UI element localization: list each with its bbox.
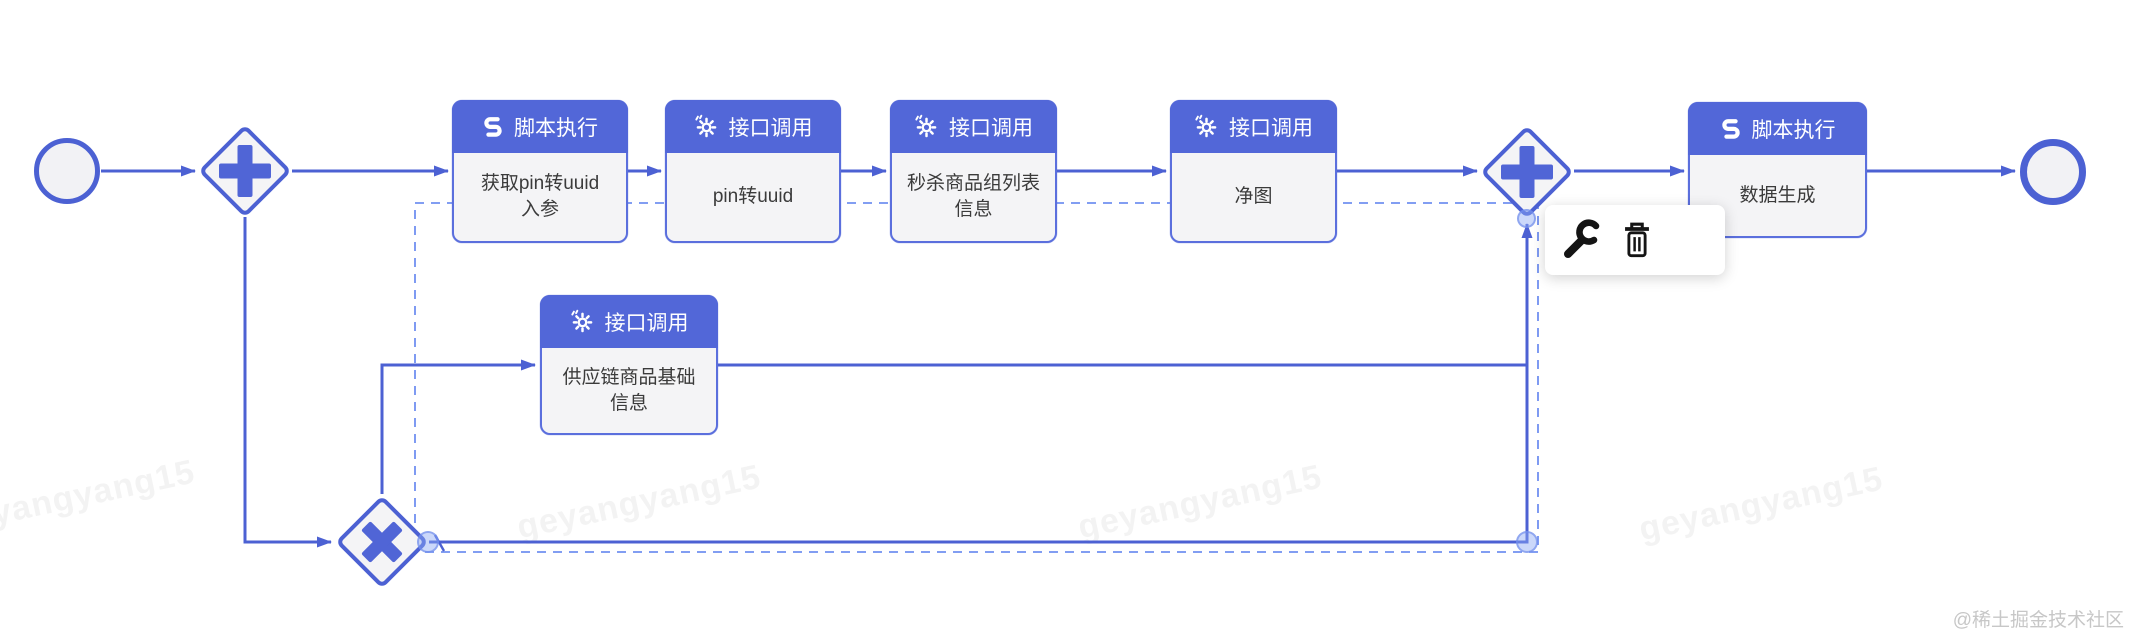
task-api-supply-chain-product-info[interactable]: 接口调用 供应链商品基础 信息 [540,295,718,435]
parallel-gateway-1[interactable] [198,124,292,218]
task-header: 脚本执行 [452,100,628,153]
task-header: 脚本执行 [1688,102,1867,155]
wrench-icon [1559,217,1603,264]
task-header: 接口调用 [540,295,718,348]
task-header-label: 接口调用 [949,116,1033,140]
trash-icon [1616,218,1658,263]
task-body-label: pin转uuid [712,186,794,208]
task-script-get-pin-uuid-params[interactable]: 脚本执行 获取pin转uuid 入参 [452,100,628,243]
edge-exclusive-gateway-to-task-6[interactable] [380,359,536,494]
task-api-clean-image[interactable]: 接口调用 净图 [1170,100,1337,243]
task-header-label: 脚本执行 [1751,118,1836,142]
task-header-label: 接口调用 [604,311,689,335]
gear-icon [570,309,595,334]
task-header-label: 接口调用 [1229,116,1313,140]
waypoint-handle[interactable] [1517,209,1536,228]
gear-icon [1194,114,1219,139]
task-body-label: 供应链商品基础 信息 [562,366,696,414]
gear-icon [694,114,719,139]
edge-context-pad [1545,205,1725,275]
task-api-pin-to-uuid[interactable]: 接口调用 pin转uuid [665,100,841,243]
task-header-label: 接口调用 [728,116,813,140]
scroll-icon [1720,118,1742,140]
delete-button[interactable] [1613,216,1661,264]
waypoint-handle[interactable] [417,531,439,553]
task-header: 接口调用 [1170,100,1337,153]
task-body-label: 净图 [1234,186,1273,208]
start-event[interactable] [34,138,100,204]
scroll-icon [482,116,504,138]
plus-icon [212,138,278,204]
task-body-label: 获取pin转uuid 入参 [480,173,600,220]
community-credit: @稀土掘金技术社区 [1952,610,2124,631]
task-header: 接口调用 [890,100,1057,153]
x-icon [349,509,415,575]
task-api-seckill-group-list[interactable]: 接口调用 秒杀商品组列表 信息 [890,100,1057,243]
end-event[interactable] [2020,139,2086,205]
configure-button[interactable] [1557,216,1605,264]
gear-icon [914,114,939,139]
task-header: 接口调用 [665,100,841,153]
task-body-label: 秒杀商品组列表 信息 [906,173,1040,220]
task-body-label: 数据生成 [1739,184,1816,206]
waypoint-handle[interactable] [1516,531,1538,553]
task-header-label: 脚本执行 [514,116,598,140]
edge-parallel-gateway-1-to-exclusive-gateway[interactable] [243,217,332,548]
exclusive-gateway-1[interactable] [335,495,429,589]
plus-icon [1494,139,1560,205]
